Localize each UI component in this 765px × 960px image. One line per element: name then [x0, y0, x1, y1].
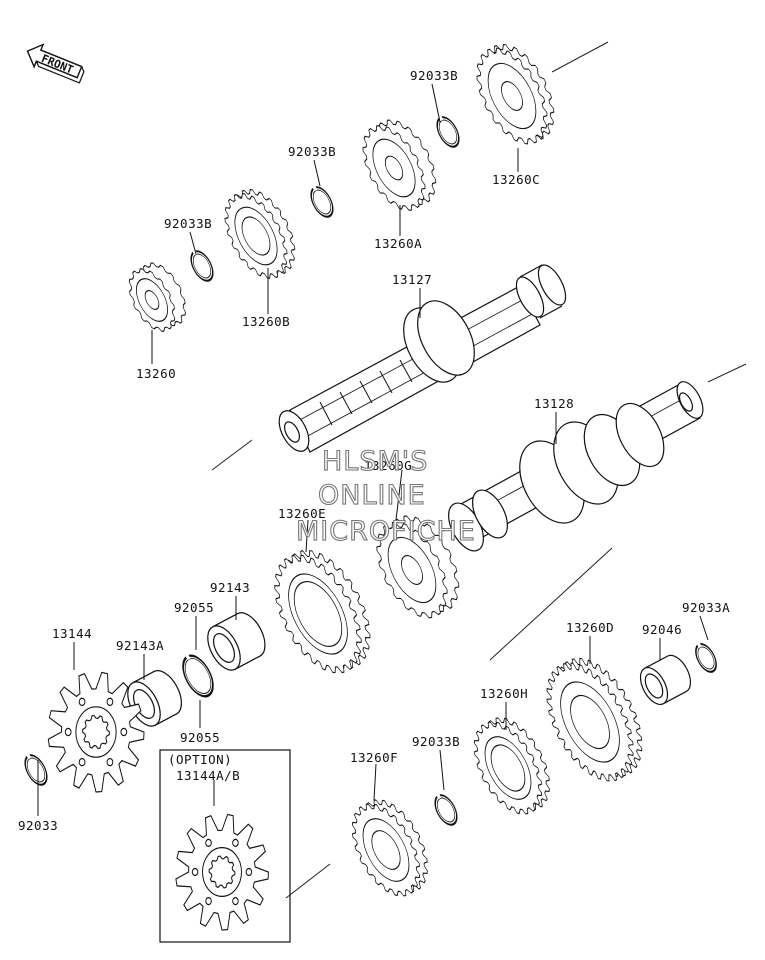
- label-13260c: 13260C: [492, 172, 540, 187]
- bushing-92143a: [127, 670, 183, 727]
- sprocket-13144: [47, 671, 145, 793]
- label-13260g: 13260G: [364, 458, 412, 473]
- circlip-92033b-mid: [310, 185, 334, 218]
- label-13260d: 13260D: [566, 620, 614, 635]
- gear-13260: [128, 262, 186, 332]
- needle-bearing-92046: [639, 654, 692, 705]
- label-92046: 92046: [642, 622, 682, 637]
- label-92033a: 92033A: [682, 600, 730, 615]
- label-92033b-top: 92033B: [410, 68, 458, 83]
- label-92055-bottom: 92055: [180, 730, 220, 745]
- gear-13260e: [274, 550, 371, 674]
- label-13260e: 13260E: [278, 506, 326, 521]
- label-92033b-low: 92033B: [412, 734, 460, 749]
- label-92033b-mid: 92033B: [288, 144, 336, 159]
- circlip-92033b-low: [434, 793, 458, 826]
- countershaft-13127: [278, 264, 567, 453]
- label-13260h: 13260H: [480, 686, 528, 701]
- mainshaft-13128: [448, 381, 704, 552]
- option-part-label: 13144A/B: [176, 768, 240, 783]
- part-labels: 92033B 13260C 92033B 13260A 92033B 13260…: [18, 68, 730, 833]
- gear-13260a: [362, 119, 437, 211]
- bushing-92143: [207, 612, 266, 671]
- label-13260: 13260: [136, 366, 176, 381]
- sprocket-13144ab-option: [175, 813, 269, 931]
- label-13144: 13144: [52, 626, 92, 641]
- gear-13260f: [351, 799, 428, 897]
- label-13260b: 13260B: [242, 314, 290, 329]
- option-box: [159, 749, 291, 943]
- gear-13260g: [376, 515, 460, 619]
- circlip-92033a: [695, 642, 717, 673]
- gear-13260c: [476, 43, 555, 145]
- circlip-92055: [182, 654, 214, 698]
- label-92033: 92033: [18, 818, 58, 833]
- label-13260f: 13260F: [350, 750, 398, 765]
- circlip-92033b-left: [190, 249, 214, 282]
- watermark-line-2: ONLINE: [318, 480, 426, 511]
- watermark-line-1: HLSM'S: [322, 446, 428, 477]
- label-13127: 13127: [392, 272, 432, 287]
- label-92033b-left: 92033B: [164, 216, 212, 231]
- circlip-92033b-top: [436, 115, 460, 148]
- circlip-92033: [24, 753, 48, 786]
- option-label: (OPTION): [168, 752, 232, 767]
- label-13260a: 13260A: [374, 236, 422, 251]
- watermark: HLSM'S ONLINE MICROFICHE: [295, 445, 476, 547]
- axis-lines: [211, 41, 747, 899]
- gear-13260d: [546, 657, 643, 782]
- label-92143a: 92143A: [116, 638, 164, 653]
- label-13128: 13128: [534, 396, 574, 411]
- front-label: FRONT: [40, 52, 76, 77]
- label-92055-top: 92055: [174, 600, 214, 615]
- gear-13260b: [224, 189, 296, 279]
- label-92143: 92143: [210, 580, 250, 595]
- leader-lines: [37, 83, 709, 816]
- watermark-line-3: MICROFICHE: [296, 516, 476, 547]
- front-direction-icon: FRONT: [26, 43, 85, 84]
- gear-13260h: [473, 717, 550, 815]
